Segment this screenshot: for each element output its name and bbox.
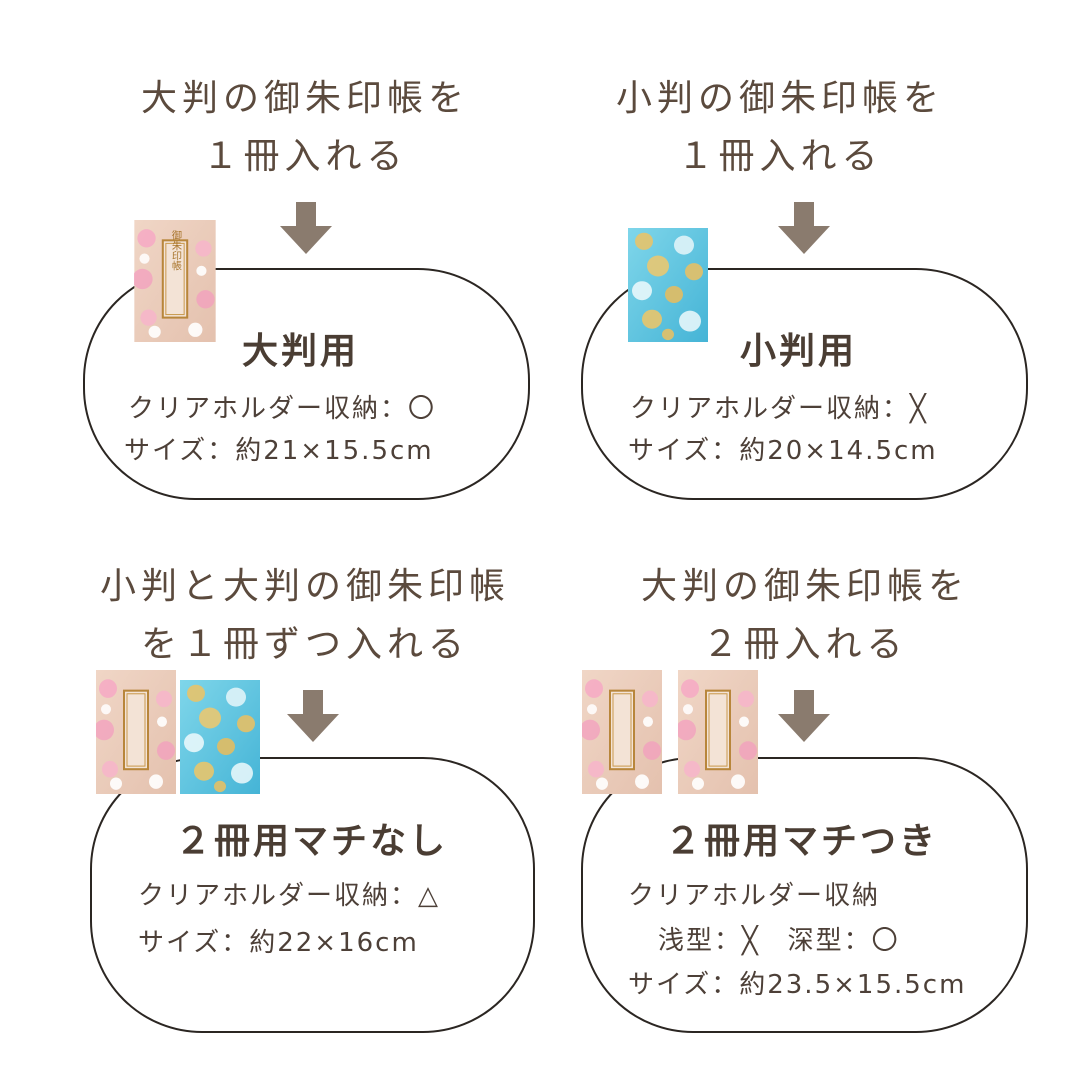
small-goshuin-book-image — [628, 228, 708, 342]
large-goshuin-book-image — [582, 670, 662, 794]
panel3-holder: クリアホルダー収納：△ — [138, 881, 440, 911]
panel3-heading-line2: を１冊ずつ入れる — [140, 624, 469, 665]
panel2-heading: 小判の御朱印帳を １冊入れる — [570, 70, 990, 186]
down-arrow-icon — [778, 202, 830, 254]
down-arrow-icon — [280, 202, 332, 254]
panel4-size: サイズ：約23.5×15.5cm — [628, 970, 967, 1000]
panel1-heading: 大判の御朱印帳を １冊入れる — [95, 70, 515, 186]
panel4-title: ２冊用マチつき — [665, 821, 939, 862]
panel4-heading-line1: 大判の御朱印帳を — [640, 566, 969, 607]
panel3-heading-line1: 小判と大判の御朱印帳 — [99, 566, 510, 607]
panel1-heading-line2: １冊入れる — [202, 136, 408, 177]
panel4-depth: 浅型：╳ 深型：〇 — [658, 926, 900, 956]
panel1-heading-line1: 大判の御朱印帳を — [140, 78, 469, 119]
small-goshuin-book-image — [180, 680, 260, 794]
panel1-holder: クリアホルダー収納：〇 — [128, 394, 437, 424]
panel2-title: 小判用 — [740, 331, 858, 372]
panel3-heading: 小判と大判の御朱印帳 を１冊ずつ入れる — [85, 558, 525, 674]
panel3-card — [90, 757, 535, 1033]
panel4-heading-line2: ２冊入れる — [702, 624, 908, 665]
down-arrow-icon — [778, 690, 830, 742]
panel2-holder: クリアホルダー収納：╳ — [630, 394, 928, 424]
large-goshuin-book-image — [96, 670, 176, 794]
large-goshuin-book-image: 御朱印帳 — [134, 220, 216, 342]
panel3-title: ２冊用マチなし — [175, 821, 449, 862]
panel1-title: 大判用 — [242, 331, 360, 372]
panel2-heading-line1: 小判の御朱印帳を — [615, 78, 944, 119]
panel3-size: サイズ：約22×16cm — [138, 928, 419, 958]
large-goshuin-book-image — [678, 670, 758, 794]
panel1-size: サイズ：約21×15.5cm — [124, 436, 434, 466]
panel4-heading: 大判の御朱印帳を ２冊入れる — [595, 558, 1015, 674]
panel4-card — [581, 757, 1028, 1033]
panel2-heading-line2: １冊入れる — [677, 136, 883, 177]
panel4-holder: クリアホルダー収納 — [628, 881, 881, 911]
down-arrow-icon — [287, 690, 339, 742]
book-label: 御朱印帳 — [170, 229, 182, 271]
panel2-size: サイズ：約20×14.5cm — [628, 436, 938, 466]
